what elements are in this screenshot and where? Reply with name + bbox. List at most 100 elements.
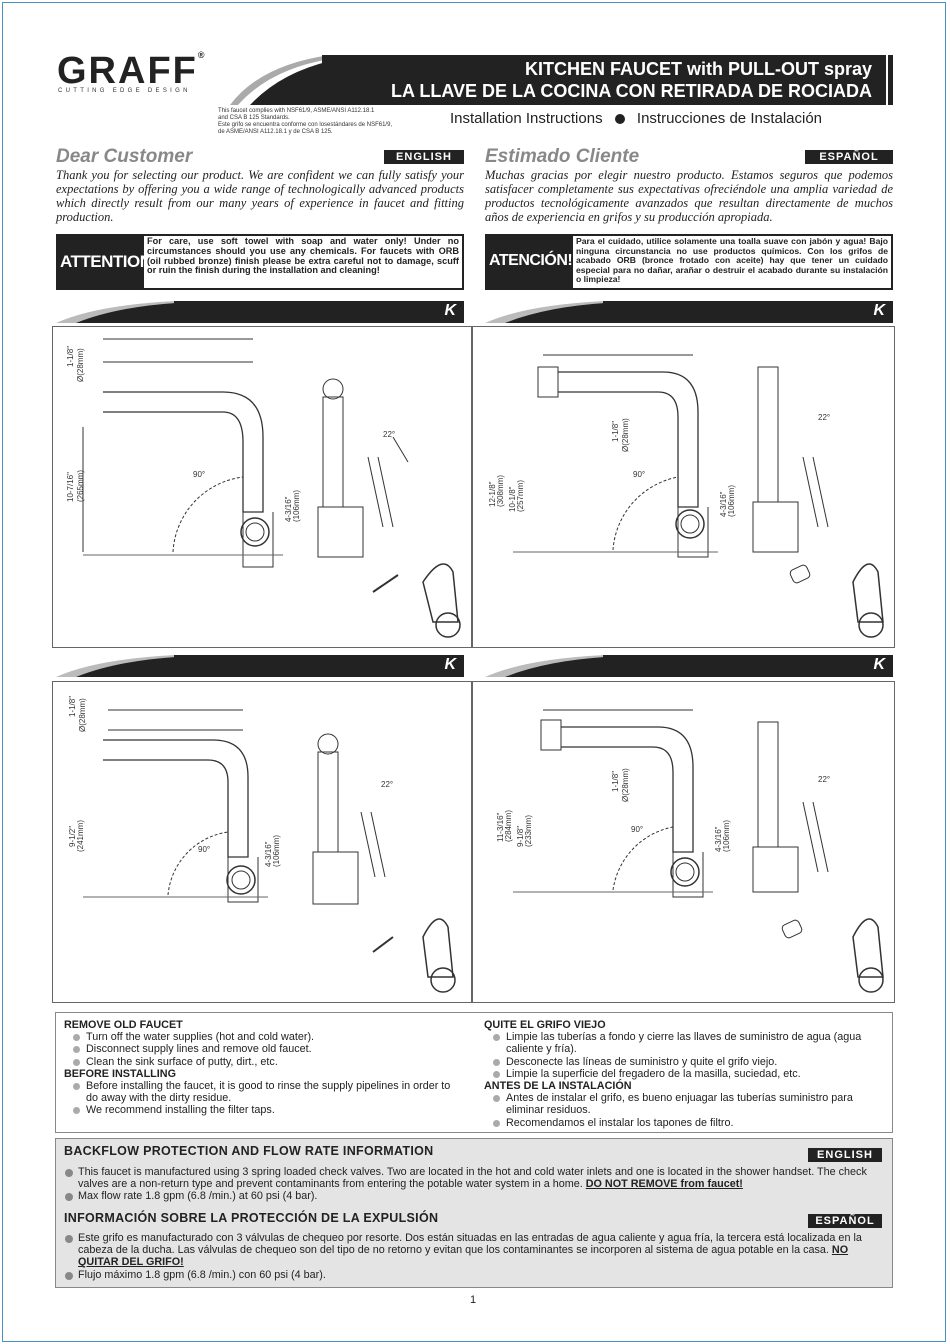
dim-base-mm: (106mm): [722, 820, 731, 852]
step-item: Desconecte las líneas de suministro y qu…: [484, 1056, 884, 1068]
attention-text: Para el cuidado, utilice solamente una t…: [573, 236, 891, 288]
swoosh-graphic: [485, 301, 605, 323]
swoosh-graphic: [56, 655, 176, 677]
dim-height: 9-1/2": [68, 826, 77, 847]
angle-90: 90°: [633, 470, 645, 479]
dim-base-mm: (106mm): [272, 835, 281, 867]
backflow-item: Este grifo es manufacturado con 3 válvul…: [64, 1232, 886, 1269]
angle-22: 22°: [818, 413, 830, 422]
angle-22: 22°: [381, 780, 393, 789]
page-number: 1: [470, 1294, 477, 1306]
title-english: KITCHEN FAUCET with PULL-OUT spray: [524, 59, 872, 79]
step-item: Recomendamos el instalar los tapones de …: [484, 1117, 884, 1129]
dim-diameter: 1-1/8": [611, 421, 620, 442]
dim-base: 4-3/16": [714, 826, 723, 852]
remove-old-title: REMOVE OLD FAUCET: [64, 1019, 183, 1031]
diagram-tag: K: [873, 656, 885, 673]
step-item: Clean the sink surface of putty, dirt., …: [64, 1056, 464, 1068]
angle-90: 90°: [198, 845, 210, 854]
dim-height-mm: (265mm): [76, 470, 85, 502]
dim-diameter-mm: Ø(28mm): [621, 768, 630, 802]
step-item: We recommend installing the filter taps.: [64, 1104, 464, 1116]
dim-height-mm: (241mm): [76, 820, 85, 852]
steps-spanish: QUITE EL GRIFO VIEJO Limpie las tuberías…: [484, 1019, 884, 1129]
dim-height2: 10-1/8": [508, 486, 517, 512]
before-installing-title: ANTES DE LA INSTALACIÓN: [484, 1080, 632, 1093]
dim-height-mm: (308mm): [496, 475, 505, 507]
angle-22: 22°: [818, 775, 830, 784]
greeting-spanish: Estimado Cliente: [485, 146, 640, 167]
diagram-header-bar: [603, 655, 893, 677]
intro-english: Thank you for selecting our product. We …: [56, 168, 464, 224]
diagram-header-bar: [174, 655, 464, 677]
step-item: Disconnect supply lines and remove old f…: [64, 1043, 464, 1055]
swoosh-graphic: [56, 301, 176, 323]
bullet-icon: [614, 114, 625, 125]
diagram-header-2: K: [485, 301, 893, 323]
dim-diameter-mm: Ø(28mm): [76, 348, 85, 382]
logo-tagline: CUTTING EDGE DESIGN: [58, 88, 191, 94]
dim-height: 10-7/16": [66, 472, 75, 502]
dim-height2: 9-1/8": [516, 826, 525, 847]
dim-diameter: 1-1/8": [611, 771, 620, 792]
diagram-tag: K: [444, 302, 456, 319]
faucet-diagram: 1-1/8" Ø(28mm) 10-7/16" (265mm) 4-3/16" …: [66, 338, 461, 638]
step-item: Limpie las tuberías a fondo y cierre las…: [484, 1031, 884, 1055]
dim-diameter-mm: Ø(28mm): [621, 418, 630, 452]
instructions-line: Installation Instructions Instrucciones …: [450, 110, 823, 127]
steps-english: REMOVE OLD FAUCET Turn off the water sup…: [64, 1019, 464, 1117]
step-item: Antes de instalar el grifo, es bueno enj…: [484, 1092, 884, 1116]
swoosh-graphic: [485, 655, 605, 677]
installation-steps: REMOVE OLD FAUCET Turn off the water sup…: [55, 1012, 893, 1133]
diagram-tag: K: [444, 656, 456, 673]
before-installing-title: BEFORE INSTALLING: [64, 1067, 176, 1080]
dim-height: 11-3/16": [496, 812, 505, 842]
attention-label: ATENCIÓN!: [489, 252, 573, 269]
dim-base: 4-3/16": [264, 841, 273, 867]
dim-diameter: 1-1/8": [66, 346, 75, 367]
title-side-bar: [888, 55, 893, 105]
diagram-panel-4: 11-3/16" (284mm) 9-1/8" (233mm) 1-1/8" Ø…: [472, 681, 895, 1003]
dim-diameter-mm: Ø(28mm): [78, 698, 87, 732]
attention-text: For care, use soft towel with soap and w…: [144, 236, 462, 288]
greeting-english: Dear Customer: [56, 146, 193, 167]
faucet-diagram: 12-1/8" (308mm) 10-1/8" (257mm) 1-1/8" Ø…: [488, 354, 884, 638]
spanish-tag: ESPAÑOL: [808, 1214, 882, 1228]
dim-base: 4-3/16": [719, 491, 728, 517]
diagram-panel-1: 1-1/8" Ø(28mm) 10-7/16" (265mm) 4-3/16" …: [52, 326, 472, 648]
dim-base: 4-3/16": [284, 496, 293, 522]
angle-90: 90°: [631, 825, 643, 834]
dim-height2-mm: (233mm): [524, 815, 533, 847]
title-spanish: LA LLAVE DE LA COCINA CON RETIRADA DE RO…: [391, 81, 872, 101]
header-swoosh: [230, 55, 330, 105]
diagram-header-bar: [174, 301, 464, 323]
backflow-info: BACKFLOW PROTECTION AND FLOW RATE INFORM…: [55, 1138, 893, 1288]
spanish-tag: ESPAÑOL: [805, 150, 893, 164]
attention-label: ATTENTION!: [60, 252, 157, 271]
diagram-tag: K: [873, 302, 885, 319]
english-tag: ENGLISH: [808, 1148, 882, 1162]
english-tag: ENGLISH: [384, 150, 464, 164]
dim-height-mm: (284mm): [504, 810, 513, 842]
backflow-item: This faucet is manufactured using 3 spri…: [64, 1166, 886, 1190]
diagram-header-bar: [603, 301, 893, 323]
compliance-note: This faucet complies with NSF61/9, ASME/…: [218, 108, 393, 135]
step-item: Turn off the water supplies (hot and col…: [64, 1031, 464, 1043]
step-item: Limpie la superficie del fregadero de la…: [484, 1068, 884, 1080]
faucet-diagram: 11-3/16" (284mm) 9-1/8" (233mm) 1-1/8" Ø…: [496, 709, 884, 993]
diagram-header-4: K: [485, 655, 893, 677]
angle-90: 90°: [193, 470, 205, 479]
diagram-header-1: K: [56, 301, 464, 323]
diagram-panel-2: 12-1/8" (308mm) 10-1/8" (257mm) 1-1/8" Ø…: [472, 326, 895, 648]
dim-base-mm: (106mm): [727, 485, 736, 517]
angle-22: 22°: [383, 430, 395, 439]
dim-diameter: 1-1/8": [68, 696, 77, 717]
title-bar: KITCHEN FAUCET with PULL-OUT spray LA LL…: [322, 55, 886, 105]
dim-height: 12-1/8": [488, 481, 497, 507]
diagram-panel-3: 1-1/8" Ø(28mm) 9-1/2" (241mm) 4-3/16" (1…: [52, 681, 472, 1003]
faucet-diagram: 1-1/8" Ø(28mm) 9-1/2" (241mm) 4-3/16" (1…: [68, 696, 456, 993]
attention-box-spanish: ATENCIÓN! Para el cuidado, utilice solam…: [485, 234, 893, 290]
dim-base-mm: (106mm): [292, 490, 301, 522]
backflow-title-english: BACKFLOW PROTECTION AND FLOW RATE INFORM…: [64, 1144, 434, 1158]
